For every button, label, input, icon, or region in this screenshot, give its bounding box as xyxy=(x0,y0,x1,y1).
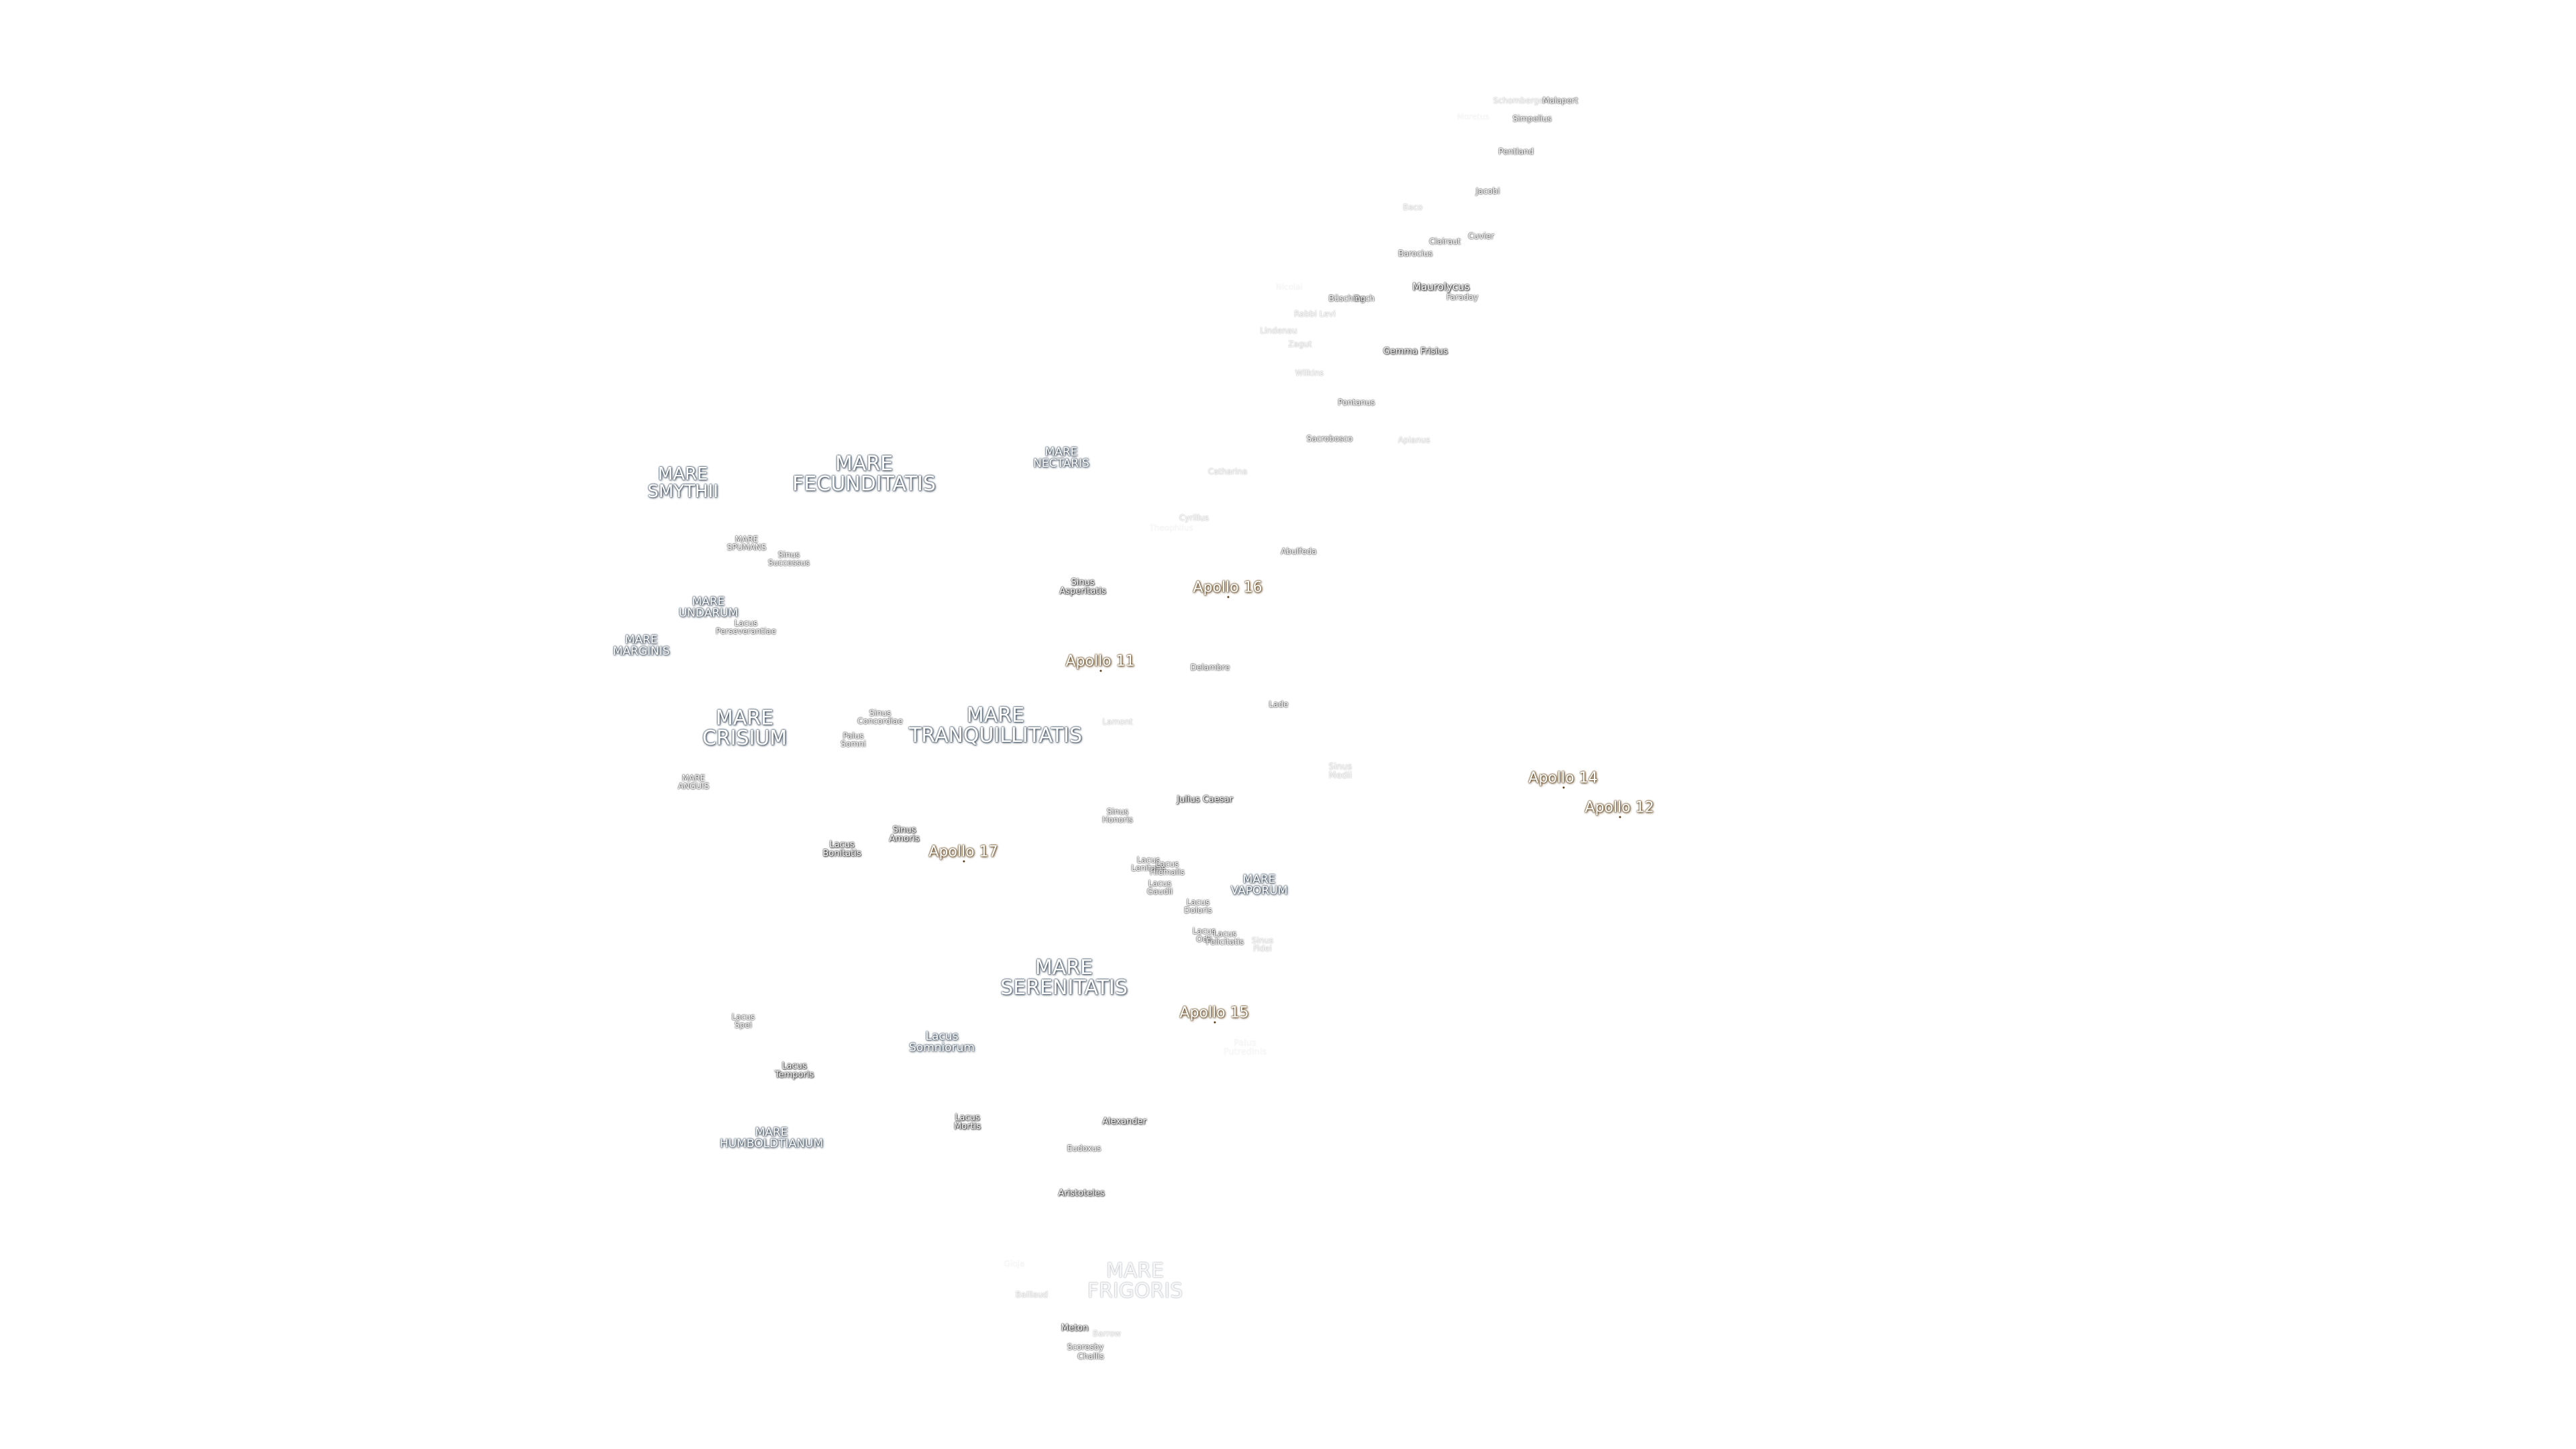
crater-abulfeda-label: Abulfeda xyxy=(1281,547,1317,556)
crater-lamont-label: Lamont xyxy=(1102,717,1133,727)
crater-clairaut-label: Clairaut xyxy=(1429,237,1461,246)
crater-challis-label: Challis xyxy=(1077,1352,1104,1361)
crater-pontanus-label: Pontanus xyxy=(1338,398,1375,407)
crater-wilkins-label: Wilkins xyxy=(1295,368,1324,378)
apollo-16-marker[interactable]: Apollo 16 xyxy=(1193,579,1263,598)
crater-simpelius-label: Simpelius xyxy=(1512,114,1552,123)
crater-theophilus-label: Theophilus xyxy=(1149,523,1193,533)
crater-busching-label: Büsching xyxy=(1328,294,1366,303)
crater-jacobi-label: Jacobi xyxy=(1476,186,1500,196)
crater-julius-caesar-label: Julius Caesar xyxy=(1177,794,1233,805)
apollo-11-marker[interactable]: Apollo 11 xyxy=(1065,653,1135,672)
crater-schomberger-label: Schomberger xyxy=(1493,96,1548,105)
crater-aristoteles-label: Aristoteles xyxy=(1058,1188,1105,1199)
crater-lindenau-label: Lindenau xyxy=(1260,326,1297,335)
crater-faraday-label: Faraday xyxy=(1446,292,1479,302)
crater-buch-label: Buch xyxy=(1354,294,1375,303)
crater-alexander-label: Alexander xyxy=(1102,1116,1146,1127)
crater-malapert-label: Malapert xyxy=(1542,96,1578,105)
apollo-12-marker[interactable]: Apollo 12 xyxy=(1585,799,1654,818)
crater-sacrobosco-label: Sacrobosco xyxy=(1306,434,1353,443)
apollo-14-marker[interactable]: Apollo 14 xyxy=(1528,769,1598,789)
crater-delambre-label: Delambre xyxy=(1190,663,1230,672)
crater-pentland-label: Pentland xyxy=(1498,147,1534,156)
crater-zagut-label: Zagut xyxy=(1288,339,1312,349)
crater-cyrillus-label: Cyrillus xyxy=(1179,513,1210,523)
crater-maurolycus-label: Maurolycus xyxy=(1412,280,1470,293)
crater-moretus-label: Moretus xyxy=(1456,112,1490,121)
crater-baillaud-label: Baillaud xyxy=(1015,1290,1049,1299)
crater-barocius-label: Barocius xyxy=(1398,249,1433,258)
crater-gemma-frisius-label: Gemma Frisius xyxy=(1383,346,1448,357)
crater-apianus-label: Apianus xyxy=(1398,435,1430,445)
crater-gioja-label: Gioja xyxy=(1004,1259,1025,1269)
crater-catharina-label: Catharina xyxy=(1208,467,1248,476)
crater-cuvier-label: Cuvier xyxy=(1468,231,1495,241)
crater-baco-label: Baco xyxy=(1403,203,1423,212)
crater-meton-label: Meton xyxy=(1061,1323,1089,1334)
crater-nicolai-label: Nicolai xyxy=(1275,282,1303,292)
crater-scoresby-label: Scoresby xyxy=(1067,1342,1104,1352)
apollo-15-marker[interactable]: Apollo 15 xyxy=(1179,1004,1249,1024)
crater-eudoxus-label: Eudoxus xyxy=(1067,1144,1102,1153)
apollo-17-marker[interactable]: Apollo 17 xyxy=(928,843,998,863)
crater-rabbi-levi-label: Rabbi Levi xyxy=(1293,309,1336,319)
crater-lade-label: Lade xyxy=(1269,700,1289,709)
crater-barrow-label: Barrow xyxy=(1092,1329,1122,1338)
